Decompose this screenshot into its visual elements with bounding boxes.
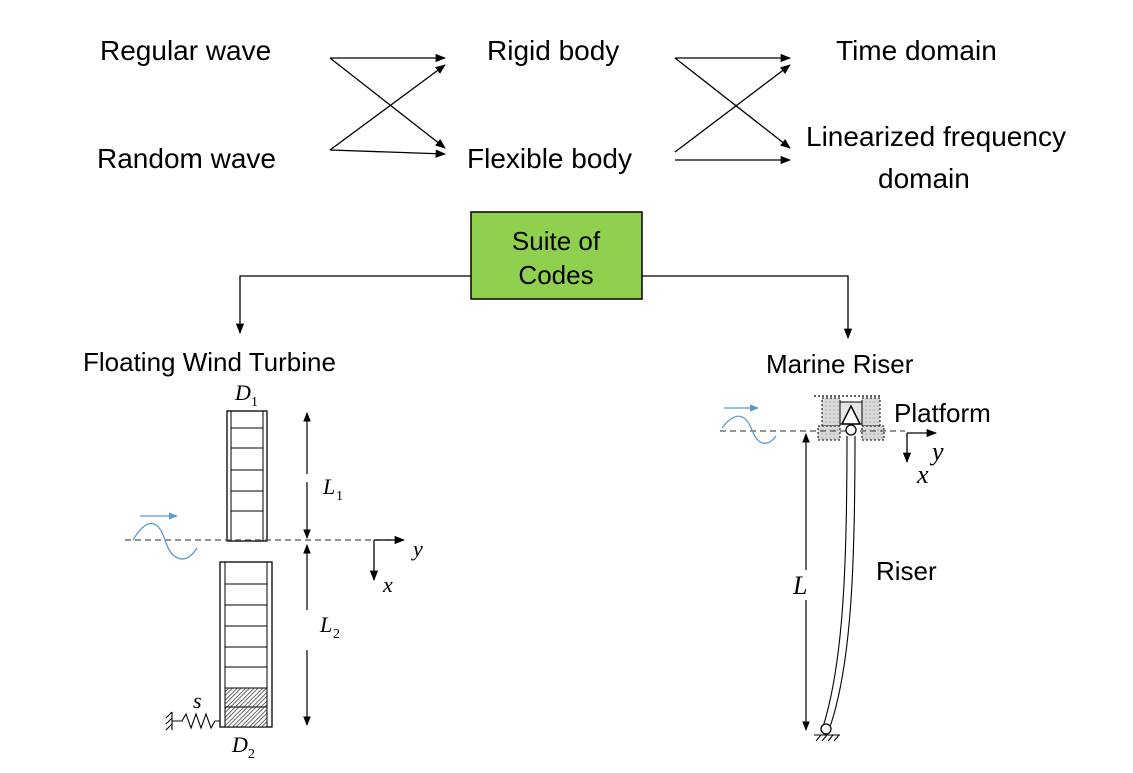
turbine-axis-x-label: x [382,572,393,597]
spring-ground-hatch [165,717,173,725]
analysis-time-domain: Time domain [836,35,997,66]
turbine-axes [369,535,406,582]
riser-title: Marine Riser [766,349,914,379]
turbine-l1-symbol: L [322,474,335,499]
turbine-l2-subscript: 2 [333,627,340,642]
seabed-hatch [815,734,822,742]
turbine-spring-label: s [193,688,202,713]
input-regular-wave: Regular wave [100,35,271,66]
spring-coil [172,712,220,730]
arrow-rigid-to-frequency [674,57,791,149]
spring-ground-hatch [165,723,173,731]
arrow-flexible-to-time [674,64,791,153]
suite-of-codes-box [470,211,643,300]
riser-platform [814,395,885,441]
platform-left-pontoon [817,425,841,441]
analysis-frequency-line2: domain [878,163,970,194]
riser-platform-label: Platform [894,398,991,428]
turbine-spring [165,711,220,731]
turbine-l2-symbol: L [319,612,332,637]
spring-ground-hatch [165,711,173,719]
seabed-hatch [827,734,834,742]
riser-axes [902,428,938,464]
riser-axis-y-label: y [929,437,944,466]
turbine-d1-label: D 1 [234,380,258,410]
upper-column-outer [226,410,268,542]
platform-right-column [861,397,881,427]
suite-of-codes-line2: Codes [518,260,593,290]
turbine-d1-subscript: 1 [251,395,258,410]
riser-pipe-label: Riser [876,556,937,586]
platform-left-column [821,397,841,427]
riser-length-label: L [792,571,807,600]
arrow-to-turbine [235,275,471,335]
turbine-title: Floating Wind Turbine [83,347,336,377]
riser-seabed-support [814,734,840,742]
turbine-lower-column [219,561,273,728]
turbine-d2-label: D 2 [231,732,255,762]
riser-pipe-right-edge [829,435,856,728]
upper-column-inner [230,410,264,542]
arrow-to-riser [642,275,853,340]
turbine-upper-column [226,410,268,542]
analysis-frequency-line1: Linearized frequency [806,121,1066,152]
input-to-model-arrows [329,53,447,158]
turbine-d2-symbol: D [231,732,248,757]
riser-pipe [822,435,856,728]
turbine-d1-symbol: D [234,380,251,405]
platform-frame-triangle [840,404,862,425]
model-flexible-body: Flexible body [467,143,632,174]
turbine-axis-y-label: y [411,536,423,561]
riser-bottom-hinge [820,723,832,735]
model-rigid-body: Rigid body [487,35,619,66]
turbine-wave-icon [132,522,198,560]
riser-top-hinge [845,424,857,436]
seabed-hatch [821,734,828,742]
suite-of-codes-line1: Suite of [512,226,601,256]
box-branch-arrows [235,275,853,340]
platform-right-pontoon [861,425,885,441]
turbine-l1-subscript: 1 [336,489,343,504]
seabed-hatch [833,734,840,742]
arrow-random-to-flexible [329,149,447,158]
input-random-wave: Random wave [97,143,276,174]
riser-axis-x-label: x [916,460,929,489]
model-to-analysis-arrows [674,53,792,165]
riser-wave-icon [721,415,777,444]
turbine-d2-subscript: 2 [248,747,255,762]
arrow-regular-to-flexible [329,57,446,149]
riser-pipe-left-edge [822,435,848,728]
arrow-random-to-rigid [329,64,446,151]
